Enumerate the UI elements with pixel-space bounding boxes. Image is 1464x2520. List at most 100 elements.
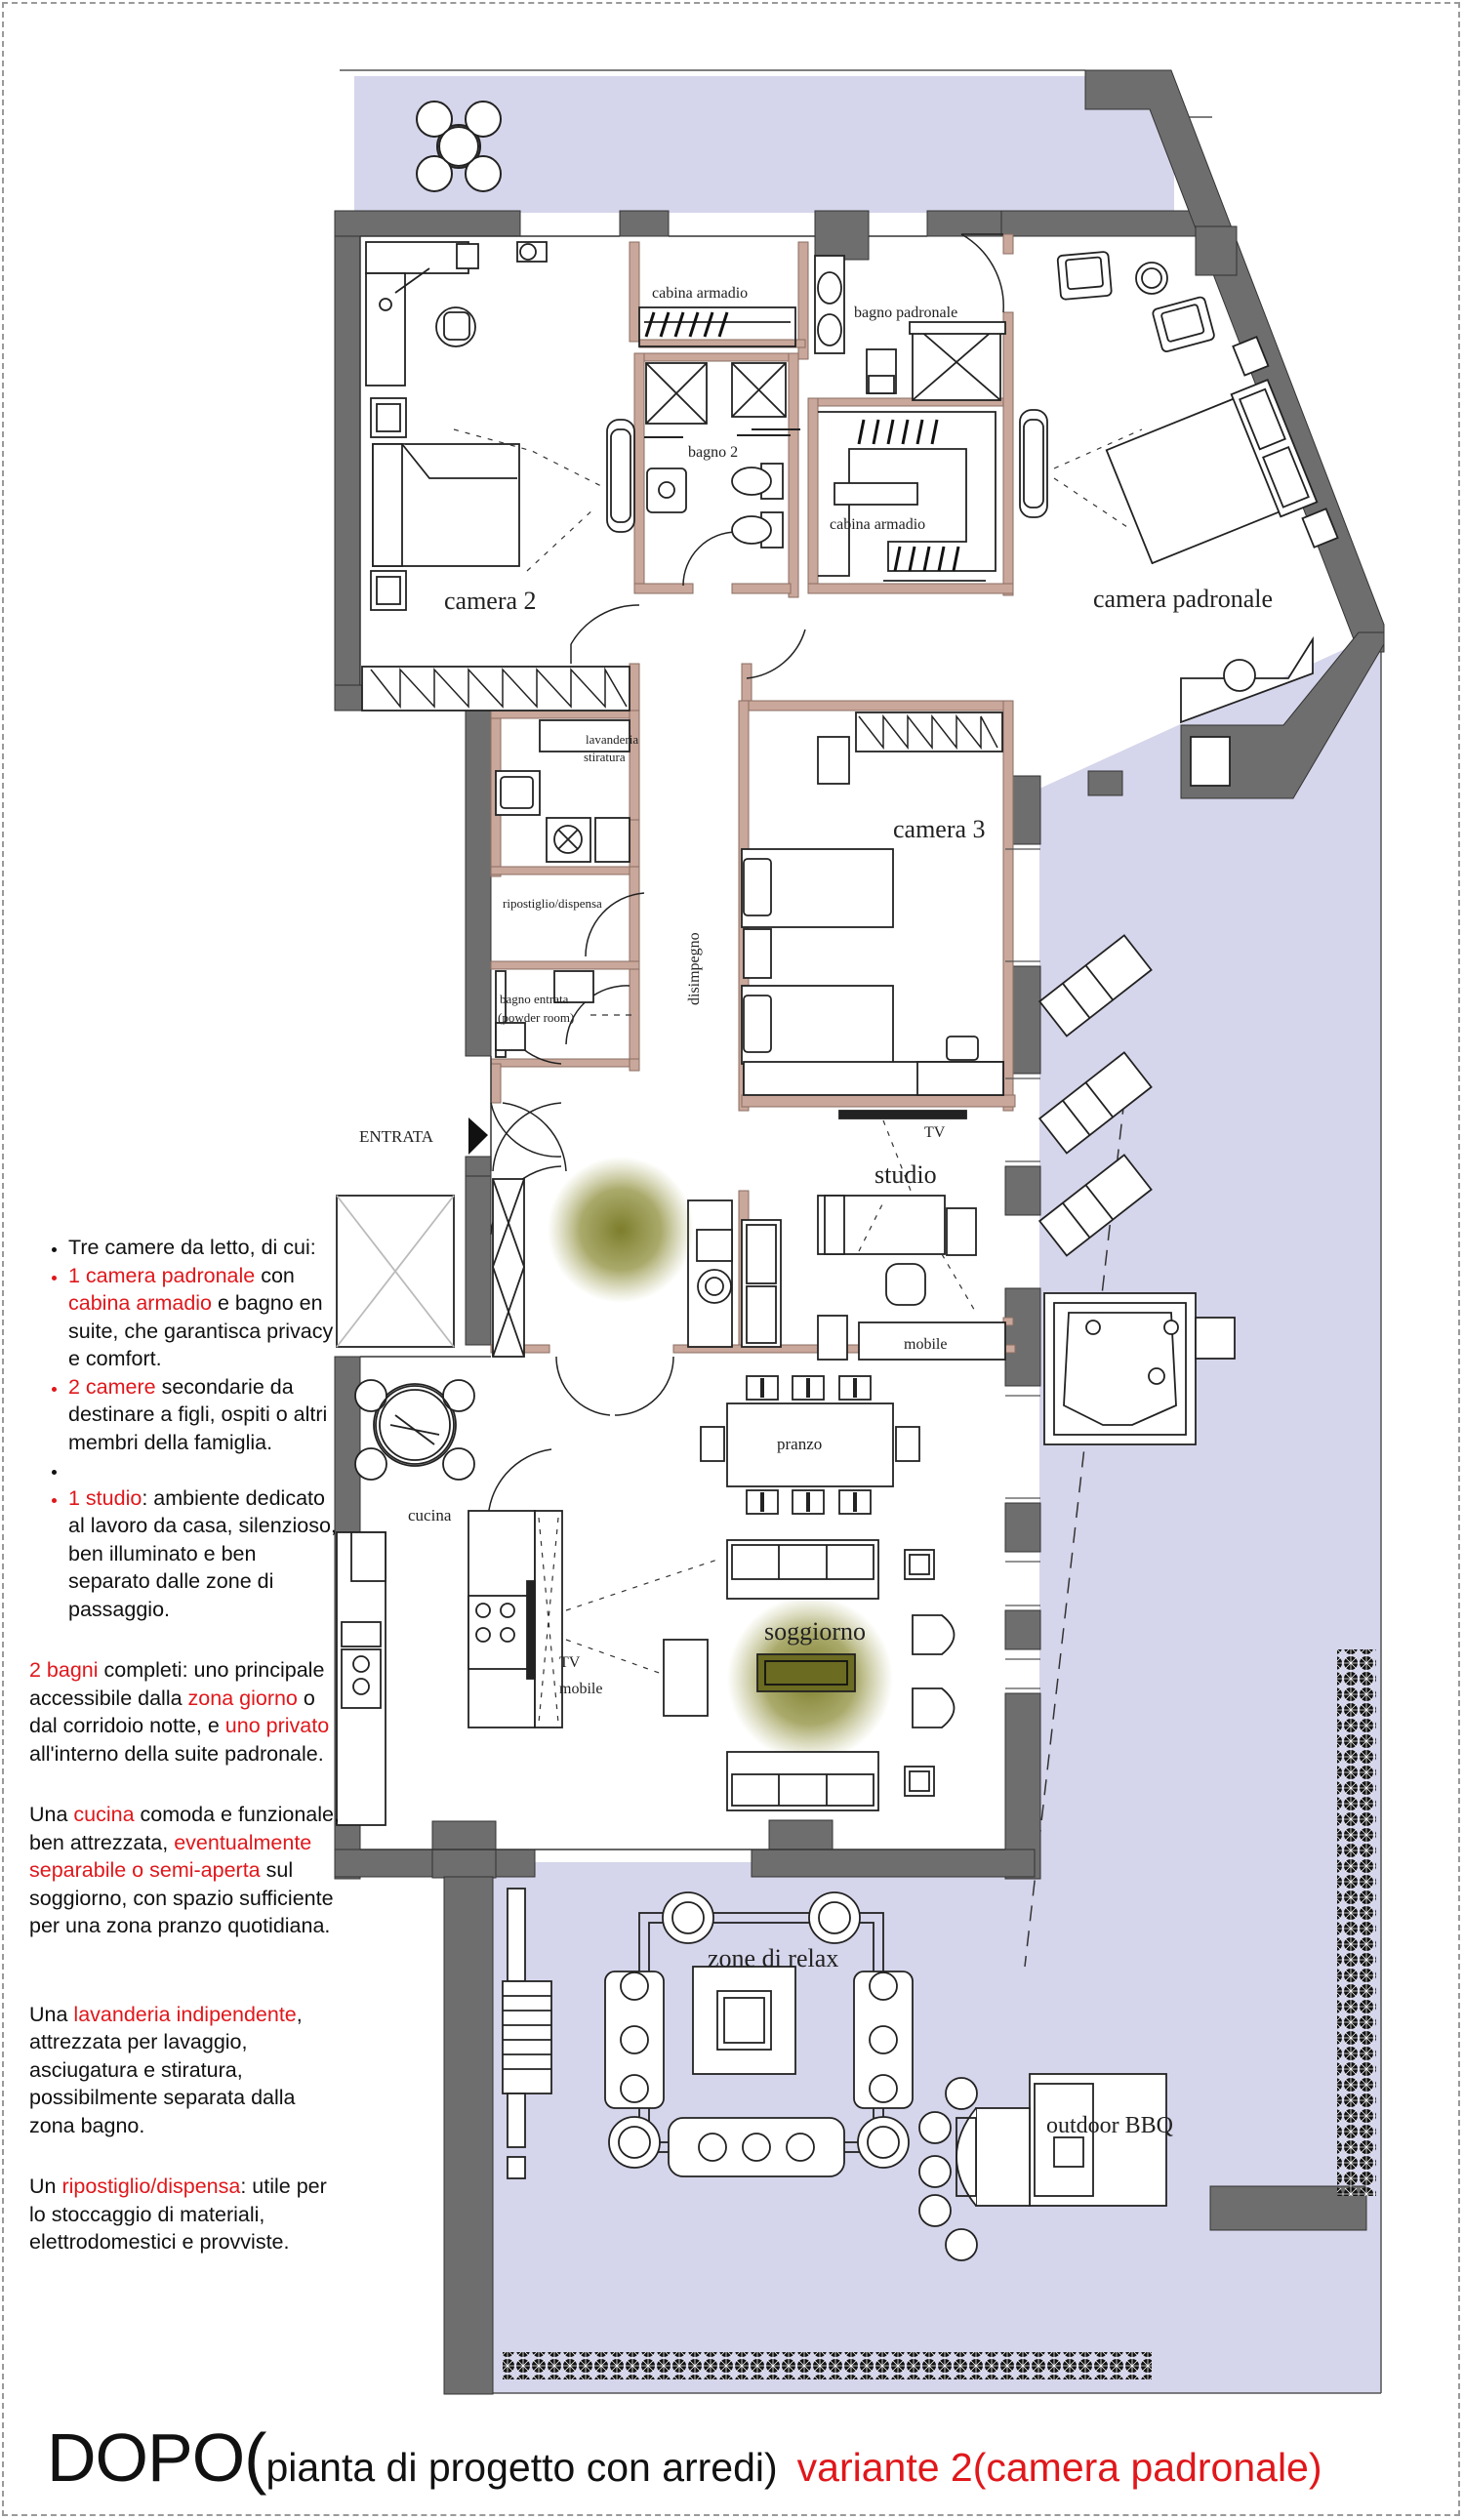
note-text: : utile per lo stoccaggio di materiali, …	[29, 2175, 327, 2254]
camera-2-dashed	[453, 428, 606, 572]
list-item: 1 studio: ambiente dedicato al lavoro da…	[68, 1484, 340, 1624]
terrace-outline	[340, 69, 1382, 2394]
highlight-text: lavanderia indipendente	[73, 2002, 297, 2026]
label-outdoor-bbq: outdoor BBQ	[1046, 2113, 1173, 2138]
note-text: o dal corridoio notte, e	[29, 1686, 315, 1738]
relax-lounge	[604, 1891, 914, 2177]
outdoor-bbq	[918, 2073, 1167, 2261]
label-tv-studio: TV	[924, 1124, 946, 1141]
note-text: , attrezzata per lavaggio, asciugatura e…	[29, 2002, 303, 2137]
label-bagno-entrata: bagno entrata	[500, 992, 569, 1006]
title-variant: variante 2(camera padronale)	[796, 2445, 1322, 2490]
list-item: Tre camere da letto, di cui:	[68, 1234, 340, 1262]
pranzo-chair-stripes	[760, 1378, 857, 1512]
studio-dashed	[858, 1119, 977, 1314]
title-subtitle: pianta di progetto con arredi)	[265, 2445, 778, 2490]
note-text: Un	[29, 2175, 62, 2198]
lamp-glow-entry	[548, 1157, 694, 1303]
note-text: comoda e funzionale, ben attrezzata,	[29, 1803, 340, 1854]
label-stiratura: stiratura	[584, 750, 626, 764]
wall-lines	[359, 235, 1005, 1850]
camera-3-wardrobe-zigzag	[858, 713, 998, 751]
list-item-text: Tre camere da letto, di cui:	[68, 1236, 316, 1259]
note-text: Una	[29, 1803, 74, 1826]
highlight-text: eventualmente separabile o semi-aperta	[29, 1830, 312, 1883]
window-marks	[1005, 848, 1040, 1689]
hedge-right	[1337, 1649, 1376, 2196]
note-text: sul soggiorno, con spazio sufficiente pe…	[29, 1858, 334, 1937]
note-bagni: 2 bagni completi: uno principale accessi…	[29, 1656, 340, 1768]
list-item-empty	[68, 1456, 340, 1484]
entrata-arrow	[468, 1118, 488, 1155]
requirements-list: Tre camere da letto, di cui: 1 camera pa…	[29, 1234, 340, 1623]
cabina-armadio-1	[638, 306, 796, 347]
highlight-text: 2 bagni	[29, 1658, 99, 1682]
pranzo-furniture	[700, 1375, 920, 1515]
highlight-text: zona giorno	[187, 1686, 298, 1710]
hedge-bottom	[503, 2352, 1152, 2379]
bagno-2-fixtures	[645, 362, 787, 549]
list-item-text: : ambiente dedicato al lavoro da casa, s…	[68, 1485, 337, 1621]
exterior-walls	[334, 69, 1385, 2395]
hangers-2	[857, 419, 960, 572]
left-terrace-fixtures	[502, 1888, 552, 2179]
list-item-text: con	[255, 1263, 295, 1287]
title-main: DOPO(	[47, 2419, 266, 2496]
sun-loungers	[1037, 934, 1153, 1257]
label-camera-padronale: camera padronale	[1093, 585, 1273, 613]
terrace-dashed-line	[1024, 1073, 1128, 1968]
camera-padronale-furniture	[1019, 251, 1339, 787]
list-item-text: secondarie da destinare a figli, ospiti …	[68, 1374, 328, 1454]
terrace-table-top	[416, 101, 502, 192]
highlight-text: cucina	[73, 1803, 135, 1826]
note-ripostiglio: Un ripostiglio/dispensa: utile per lo st…	[29, 2173, 340, 2256]
label-studio: studio	[874, 1160, 937, 1189]
camera-2-wardrobe-zigzag	[370, 667, 628, 710]
jacuzzi	[1043, 1292, 1236, 1445]
studio-furniture	[817, 1110, 1006, 1361]
label-powder-room: (powder room)	[498, 1010, 574, 1025]
notes-panel: Tre camere da letto, di cui: 1 camera pa…	[29, 1234, 340, 2290]
camera-3-furniture	[741, 711, 1004, 1096]
label-entrata: ENTRATA	[359, 1127, 434, 1146]
cucina-furniture	[336, 1379, 563, 1826]
camera-padronale-dashed	[1053, 428, 1143, 528]
label-pranzo: pranzo	[777, 1435, 822, 1453]
bagno-2-lines	[644, 428, 800, 438]
label-bagno-2: bagno 2	[688, 444, 738, 461]
highlight-text: cabina armadio	[68, 1291, 213, 1315]
cabina-armadio-2	[818, 411, 996, 582]
label-camera-2: camera 2	[444, 587, 537, 615]
hangers-1	[644, 311, 729, 338]
label-cabina-armadio-1: cabina armadio	[652, 285, 748, 302]
list-item-text: e bagno en suite, che garantisca privacy…	[68, 1291, 334, 1370]
highlight-text: uno privato	[224, 1714, 330, 1737]
highlight-text: ripostiglio/dispensa	[61, 2175, 241, 2198]
label-zone-relax: zone di relax	[708, 1944, 838, 1972]
label-soggiorno: soggiorno	[764, 1617, 866, 1646]
note-text: completi: uno principale accessibile dal…	[29, 1658, 325, 1710]
highlight-text: 1 studio	[68, 1485, 142, 1510]
note-text: Una	[29, 2002, 74, 2026]
lavanderia-fixtures	[495, 719, 630, 1058]
highlight-text: 1 camera padronale	[68, 1263, 256, 1287]
soggiorno-furniture	[663, 1539, 956, 1811]
note-cucina: Una cucina comoda e funzionale, ben attr…	[29, 1801, 340, 1940]
label-ripostiglio: ripostiglio/dispensa	[503, 896, 602, 911]
note-lavanderia: Una lavanderia indipendente, attrezzata …	[29, 2001, 340, 2140]
page-title: DOPO(pianta di progetto con arredi) varia…	[47, 2418, 1322, 2497]
list-item: 1 camera padronale con cabina armadio e …	[68, 1262, 340, 1373]
label-cucina: cucina	[408, 1506, 452, 1524]
label-bagno-padronale: bagno padronale	[854, 305, 957, 321]
soggiorno-dashed	[565, 1559, 718, 1675]
label-mobile-soggiorno: mobile	[559, 1681, 602, 1697]
highlight-text: 2 camere	[68, 1374, 156, 1399]
entry-furniture	[336, 1178, 782, 1358]
label-disimpegno: disimpegno	[686, 932, 703, 1005]
note-text: all'interno della suite padronale.	[29, 1741, 324, 1766]
label-cabina-armadio-2: cabina armadio	[830, 516, 925, 533]
bagno-padronale-fixtures	[814, 255, 1006, 401]
label-tv-soggiorno: TV	[559, 1654, 581, 1671]
